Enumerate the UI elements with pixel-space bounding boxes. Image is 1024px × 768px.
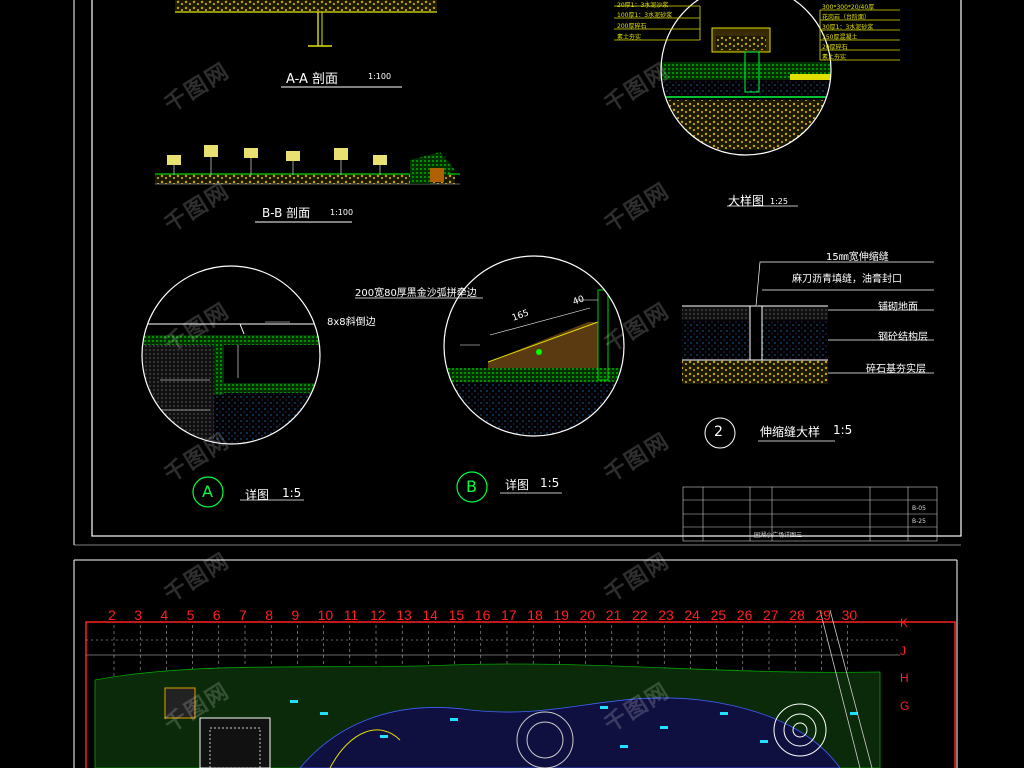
expansion-note: 麻刀沥青填缝，油膏封口 bbox=[792, 274, 902, 285]
expansion-circle-label: 2 bbox=[714, 424, 723, 440]
detail-a-title: 详图 bbox=[245, 488, 270, 502]
grid-number: 13 bbox=[396, 607, 412, 623]
grid-number: 9 bbox=[291, 607, 300, 623]
grid-number: 7 bbox=[239, 607, 247, 623]
grid-number: 20 bbox=[579, 607, 596, 623]
layer-note: 花岗岩（台阶面） bbox=[822, 14, 871, 21]
detail-b-callout: 200宽80厚黑金沙弧拼牵边 bbox=[355, 288, 477, 299]
section-bb-title: B-B 剖面 bbox=[262, 206, 311, 220]
grid-number: 12 bbox=[370, 607, 386, 623]
layer-note: 20厚碎石 bbox=[822, 44, 848, 51]
grid-number: 19 bbox=[553, 607, 569, 623]
expansion-title: 伸缩缝大样 bbox=[760, 425, 821, 439]
detail-a-circle-label: A bbox=[202, 482, 213, 501]
detail-b-scale: 1:5 bbox=[540, 476, 560, 490]
grid-number: 15 bbox=[448, 607, 465, 623]
detail-b-title: 详图 bbox=[505, 478, 530, 492]
expansion-note: 碎石基夯实层 bbox=[866, 364, 926, 375]
grid-number: 11 bbox=[343, 607, 359, 623]
grid-number: 10 bbox=[317, 607, 334, 623]
large-detail-scale: 1:25 bbox=[770, 197, 788, 206]
grid-number: 28 bbox=[789, 607, 805, 623]
layer-note: 150厚混凝土 bbox=[822, 34, 858, 41]
section-aa-scale: 1:100 bbox=[368, 72, 392, 81]
grid-number: 3 bbox=[134, 607, 142, 623]
row-letter: J bbox=[900, 644, 906, 658]
layer-note: 300*300*20/40厚 bbox=[822, 4, 875, 11]
grid-number: 24 bbox=[684, 607, 700, 623]
layer-note: 20厚1：3水泥沙浆 bbox=[617, 2, 669, 9]
grid-number: 25 bbox=[710, 607, 727, 623]
grid-number: 21 bbox=[605, 607, 622, 623]
grid-number: 23 bbox=[658, 607, 674, 623]
grid-number: 27 bbox=[763, 607, 779, 623]
grid-number: 26 bbox=[736, 607, 753, 623]
grid-number: 16 bbox=[474, 607, 491, 623]
grid-number: 6 bbox=[212, 607, 221, 623]
layer-note: 30厚1：3水泥砂浆 bbox=[822, 24, 874, 31]
grid-number: 2 bbox=[108, 607, 116, 623]
layer-note: 100厚1：3水泥砂浆 bbox=[617, 12, 673, 19]
grid-number: 4 bbox=[160, 607, 169, 623]
row-letter: G bbox=[900, 699, 910, 713]
section-bb-scale: 1:100 bbox=[330, 208, 354, 217]
title-block-sheet-no: B-05 bbox=[912, 505, 926, 512]
title-block-project: 园湖小广场详图三 bbox=[754, 532, 803, 539]
layer-note: 素土夯实 bbox=[617, 34, 642, 41]
row-letter: H bbox=[900, 671, 909, 685]
expansion-note: 钢砼结构层 bbox=[878, 332, 928, 343]
large-detail-title: 大样图 bbox=[728, 194, 765, 208]
detail-b-circle-label: B bbox=[466, 477, 477, 496]
section-aa-title: A-A 剖面 bbox=[286, 72, 339, 87]
grid-number: 17 bbox=[501, 607, 517, 623]
detail-a-callout: 8x8斜倒边 bbox=[327, 317, 376, 328]
grid-number: 5 bbox=[186, 607, 195, 623]
row-letter: K bbox=[900, 616, 909, 630]
expansion-note: 15㎜宽伸缩缝 bbox=[826, 252, 889, 263]
layer-note: 200厚碎石 bbox=[617, 23, 647, 30]
title-block-scale: B-25 bbox=[912, 518, 926, 525]
expansion-note: 铺砌地面 bbox=[878, 302, 918, 313]
grid-number: 22 bbox=[632, 607, 648, 623]
grid-number: 14 bbox=[422, 607, 438, 623]
grid-number: 30 bbox=[841, 607, 858, 623]
expansion-scale: 1:5 bbox=[833, 423, 853, 437]
grid-number: 18 bbox=[527, 607, 543, 623]
layer-note: 素土夯实 bbox=[822, 54, 847, 61]
detail-a-scale: 1:5 bbox=[282, 486, 302, 500]
grid-number: 29 bbox=[815, 607, 831, 623]
grid-number: 8 bbox=[265, 607, 273, 623]
